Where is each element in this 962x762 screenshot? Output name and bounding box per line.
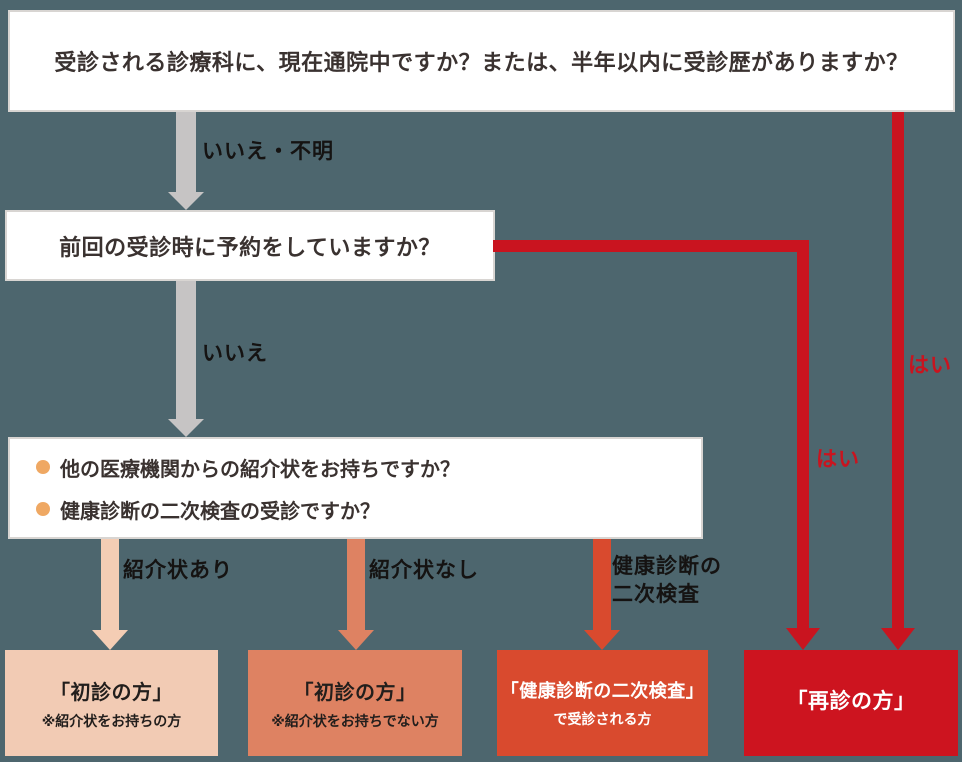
outcome-subtitle: ※紹介状をお持ちでない方 (271, 713, 439, 730)
bullet-text-checkup: 健康診断の二次検査の受診ですか？ (60, 498, 380, 523)
bullet-icon (36, 502, 50, 516)
bullet-row-referral: 他の医療機関からの紹介状をお持ちですか？ (36, 453, 460, 482)
question-text-1: 受診される診療科に、現在通院中ですか？または、半年以内に受診歴がありますか？ (54, 51, 909, 76)
outcome-title: 「再診の方」 (786, 689, 916, 713)
yes-line-from-q2-horizontal (493, 240, 809, 252)
arrow-health-checkup (593, 539, 611, 630)
outcome-title: 「初診の方」 (293, 679, 417, 704)
label-referral-no: 紹介状なし (369, 558, 479, 582)
outcome-title: 「健康診断の二次検査」 (500, 681, 705, 702)
arrow-down-icon (168, 192, 204, 210)
outcome-first-visit-no-referral: 「初診の方」 ※紹介状をお持ちでない方 (248, 650, 462, 756)
question-box-referral-checkup: 他の医療機関からの紹介状をお持ちですか？ 健康診断の二次検査の受診ですか？ (8, 437, 703, 539)
label-health-checkup-line1: 健康診断の (612, 554, 722, 578)
yes-line-from-q2-vertical (797, 240, 809, 628)
question-box-prior-reservation: 前回の受診時に予約をしていますか？ (5, 210, 495, 281)
arrow-down-icon (338, 630, 374, 650)
no-arrow-q1-to-q2 (176, 112, 196, 192)
label-yes-from-q2: はい (816, 447, 860, 471)
question-text-2: 前回の受診時に予約をしていますか？ (59, 235, 441, 261)
outcome-health-checkup-secondary: 「健康診断の二次検査」 で受診される方 (497, 650, 708, 756)
arrow-referral-no (347, 539, 365, 630)
label-health-checkup-line2: 二次検査 (612, 582, 700, 607)
outcome-title: 「初診の方」 (50, 679, 173, 704)
outcome-subtitle: で受診される方 (553, 712, 652, 728)
arrow-down-icon (584, 630, 620, 650)
label-no-unknown: いいえ・不明 (202, 139, 334, 163)
arrow-down-icon (168, 419, 204, 437)
outcome-return-visit: 「再診の方」 (744, 650, 958, 756)
bullet-row-checkup: 健康診断の二次検査の受診ですか？ (36, 495, 380, 524)
arrow-down-icon (786, 628, 820, 650)
yes-line-from-q1 (892, 112, 904, 628)
bullet-text-referral: 他の医療機関からの紹介状をお持ちですか？ (60, 456, 460, 481)
arrow-down-icon (881, 628, 915, 650)
arrow-referral-yes (101, 539, 119, 630)
arrow-down-icon (92, 630, 128, 650)
bullet-icon (36, 460, 50, 474)
no-arrow-q2-to-q3 (176, 281, 196, 419)
label-yes-from-q1: はい (908, 353, 952, 377)
outcome-subtitle: ※紹介状をお持ちの方 (41, 713, 182, 730)
label-health-checkup: 健康診断の 二次検査 (612, 552, 722, 609)
question-box-current-visit: 受診される診療科に、現在通院中ですか？または、半年以内に受診歴がありますか？ (8, 10, 955, 112)
outcome-first-visit-with-referral: 「初診の方」 ※紹介状をお持ちの方 (5, 650, 218, 756)
label-referral-yes: 紹介状あり (123, 558, 233, 582)
label-no: いいえ (202, 341, 268, 365)
